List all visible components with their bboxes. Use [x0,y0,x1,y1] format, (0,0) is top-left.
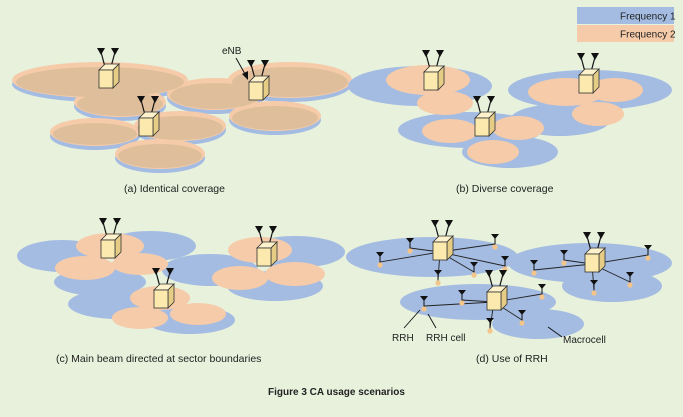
rrh-cell-label: RRH cell [426,333,465,344]
panel-c-sector-boundaries: (c) Main beam directed at sector boundar… [17,217,345,365]
coverage-overlap [16,67,348,168]
coverage-cells-frequency-2 [386,65,643,164]
label-pointers [403,309,563,338]
legend-swatch-frequency-2 [577,25,674,42]
enb-pointer-arrow [235,57,248,80]
legend-swatch-frequency-1 [577,7,674,24]
panel-a-identical-coverage: eNB (a) Identical coverage [12,46,352,195]
macrocell-label: Macrocell [563,335,606,346]
panel-b-diverse-coverage: (b) Diverse coverage [348,49,672,195]
figure-caption: Figure 3 CA usage scenarios [268,387,405,398]
enb-label: eNB [222,46,242,57]
panel-b-caption: (b) Diverse coverage [456,183,554,195]
legend: Frequency 1 Frequency 2 [577,7,676,42]
coverage-cells-frequency-2 [55,233,325,329]
panel-d-use-of-rrh: RRH RRH cell Macrocell (d) Use of RRH [346,219,672,365]
panel-a-caption: (a) Identical coverage [124,183,225,195]
rrh-label: RRH [392,333,414,344]
panel-d-caption: (d) Use of RRH [476,353,548,365]
legend-label-frequency-1: Frequency 1 [620,12,676,23]
macrocell-coverage [346,237,672,339]
legend-label-frequency-2: Frequency 2 [620,30,676,41]
panel-c-caption: (c) Main beam directed at sector boundar… [56,353,261,365]
